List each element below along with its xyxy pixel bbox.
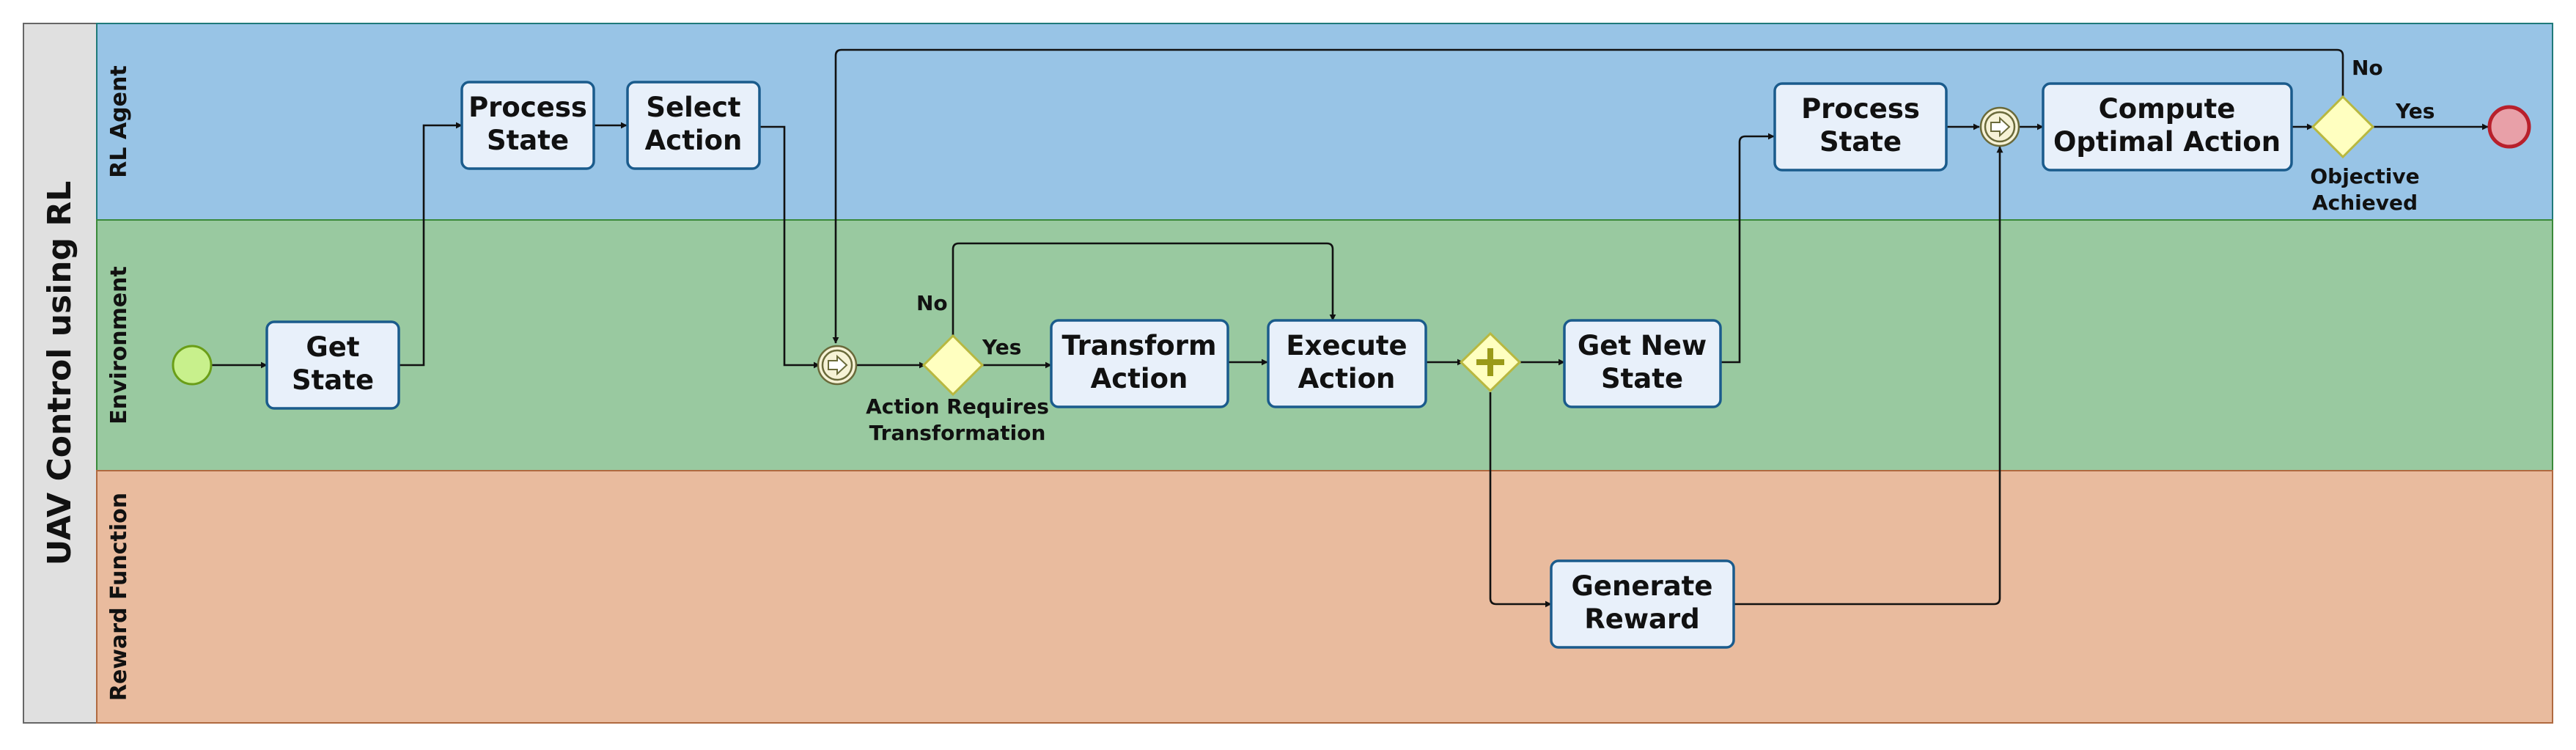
plus-icon (1476, 348, 1504, 376)
task-label-line2: Action (1298, 363, 1396, 394)
pool-title: UAV Control using RL (41, 181, 78, 566)
task-transform-action: Transform Action (1050, 319, 1229, 408)
transform-gateway-yes-label: Yes (982, 335, 1021, 359)
transform-gateway-label-line1: Action Requires (866, 394, 1049, 419)
gateway-objective-achieved (2311, 95, 2375, 159)
task-label-line1: Get New (1578, 330, 1707, 361)
objective-gateway-label-line1: Objective (2310, 164, 2419, 188)
task-get-new-state: Get New State (1563, 319, 1722, 408)
task-generate-reward: Generate Reward (1550, 559, 1735, 649)
task-label-line2: State (487, 125, 569, 156)
message-arrow-icon (828, 354, 848, 376)
flow-gateway-no-to-execute (952, 242, 1336, 336)
task-label-line1: Execute (1286, 330, 1407, 361)
gateway-action-requires-transformation (921, 334, 985, 397)
task-get-state: Get State (265, 320, 400, 410)
pool-header (23, 23, 97, 724)
lane-reward-function (96, 470, 2553, 724)
flow-objective-no-loop (832, 48, 2344, 344)
start-event (172, 345, 213, 386)
objective-gateway-label-line2: Achieved (2312, 191, 2418, 215)
flow-select-to-intermediate (759, 125, 820, 369)
task-label-line2: State (1601, 363, 1683, 394)
task-label-line2: Action (645, 125, 743, 156)
end-event (2487, 105, 2531, 149)
intermediate-event-1 (817, 345, 858, 386)
task-label-line2: Action (1091, 363, 1188, 394)
task-label-line2: Reward (1584, 603, 1699, 635)
task-process-state-1: Process State (460, 81, 595, 170)
intermediate-event-2 (1979, 106, 2020, 147)
flow-get-state-to-process-state (400, 122, 463, 367)
flow-parallel-to-generate-reward (1489, 392, 1552, 608)
task-process-state-2: Process State (1773, 82, 1948, 172)
lane-label-reward-function: Reward Function (106, 493, 132, 701)
task-select-action: Select Action (626, 81, 761, 170)
task-label-line2: State (1819, 126, 1902, 158)
message-arrow-icon (1990, 116, 2011, 138)
task-label-line1: Transform (1061, 330, 1216, 361)
sequence-flows (211, 48, 2489, 608)
task-compute-optimal-action: Compute Optimal Action (2042, 82, 2293, 172)
transform-gateway-no-label: No (916, 291, 948, 315)
task-label-line1: Process (468, 92, 587, 123)
task-label-line2: Optimal Action (2053, 126, 2281, 158)
transform-gateway-label-line2: Transformation (869, 421, 1046, 445)
flow-generate-reward-to-intermediate-2 (1734, 146, 2003, 606)
task-label-line2: State (292, 364, 374, 396)
task-label-line1: Compute (2099, 93, 2236, 125)
task-label-line1: Get (306, 331, 359, 363)
task-label-line1: Process (1801, 93, 1920, 125)
task-label-line1: Select (646, 92, 740, 123)
objective-gateway-no-label: No (2352, 56, 2383, 80)
gateway-parallel (1459, 331, 1522, 393)
lane-label-environment: Environment (106, 266, 132, 424)
task-label-line1: Generate (1572, 570, 1713, 602)
flow-get-new-state-to-process-state-2 (1721, 133, 1775, 364)
task-execute-action: Execute Action (1267, 319, 1427, 408)
lane-label-rl-agent: RL Agent (106, 65, 132, 177)
objective-gateway-yes-label: Yes (2395, 99, 2435, 123)
